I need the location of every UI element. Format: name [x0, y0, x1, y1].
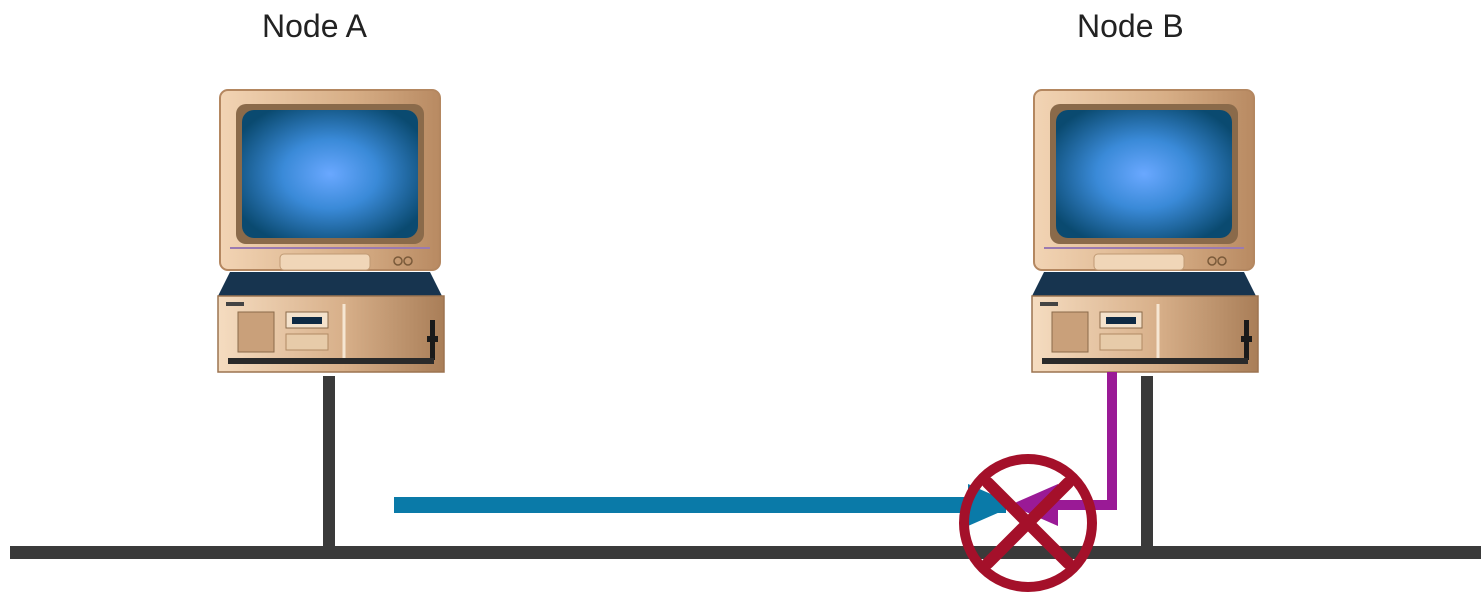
collision-x-icon: [964, 459, 1092, 587]
shared-bus-line: [10, 546, 1481, 559]
node-a-computer-icon: [218, 90, 444, 372]
node-b-signal-arrow: [1010, 372, 1112, 526]
node-a-drop-cable: [323, 376, 335, 550]
node-b-computer-icon: [1032, 90, 1258, 372]
node-b-drop-cable: [1141, 376, 1153, 550]
node-a-signal-arrow: [394, 484, 1016, 526]
